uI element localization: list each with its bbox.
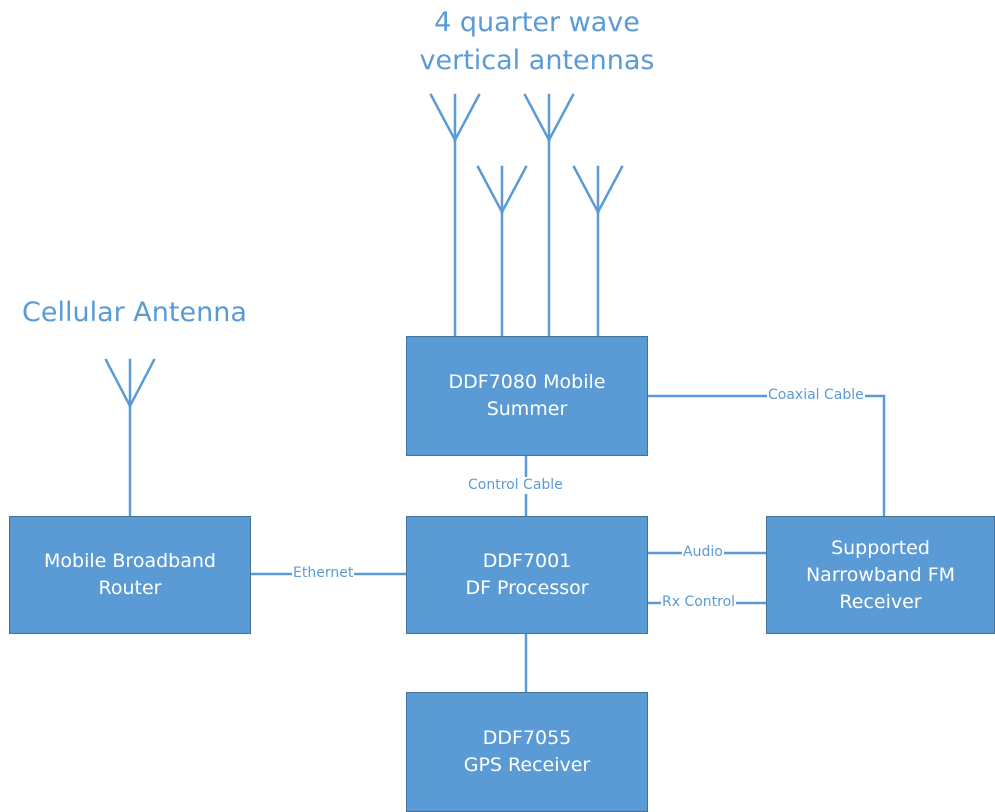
gps-label-line1: DDF7055: [482, 727, 572, 749]
summer-box: DDF7080 Mobile Summer: [406, 336, 648, 456]
receiver-label-line3: Receiver: [839, 590, 922, 613]
router-label-line2: Router: [98, 577, 162, 599]
coaxial-cable-label: Coaxial Cable: [767, 387, 865, 404]
coaxial-cable-line: [645, 394, 886, 518]
cellular-antenna-icon: [104, 358, 156, 518]
gps-label-line2: GPS Receiver: [463, 754, 591, 776]
router-label-line1: Mobile Broadband: [44, 550, 216, 572]
control-cable-label: Control Cable: [467, 477, 564, 494]
processor-label-line2: DF Processor: [465, 577, 589, 599]
processor-label-line1: DDF7001: [482, 550, 572, 572]
summer-label-line1: DDF7080 Mobile: [448, 371, 606, 393]
antenna-icon: [476, 165, 528, 338]
antenna-icon: [429, 93, 481, 338]
processor-box: DDF7001 DF Processor: [406, 516, 648, 634]
router-box: Mobile Broadband Router: [9, 516, 251, 634]
antenna-icon: [523, 93, 575, 338]
cellular-antenna-title: Cellular Antenna: [22, 297, 247, 328]
ethernet-label: Ethernet: [292, 565, 355, 582]
antennas-title-line2: vertical antennas: [419, 45, 655, 76]
summer-label-line2: Summer: [486, 398, 568, 420]
receiver-label-line1: Supported: [831, 536, 930, 559]
receiver-label-line2: Narrowband FM: [805, 563, 956, 586]
rx-control-label: Rx Control: [661, 594, 737, 611]
antennas-title: 4 quarter wave vertical antennas: [392, 4, 682, 80]
gps-box: DDF7055 GPS Receiver: [406, 692, 648, 812]
antenna-icon: [572, 165, 624, 338]
receiver-box: Supported Narrowband FM Receiver: [766, 516, 995, 634]
audio-label: Audio: [682, 544, 724, 561]
antennas-title-line1: 4 quarter wave: [434, 7, 640, 38]
